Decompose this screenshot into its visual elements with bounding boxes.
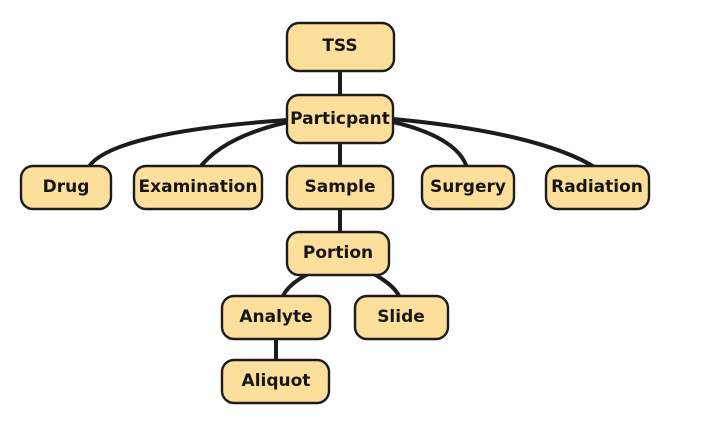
node-surgery: Surgery [420,164,516,211]
edge-portion-analyte [280,271,312,300]
node-participant-label: Particpant [290,109,390,129]
node-participant: Particpant [285,93,395,145]
node-examination: Examination [132,164,264,211]
edge-participant-examination [196,120,290,172]
edge-portion-slide [370,271,402,300]
node-radiation-label: Radiation [551,177,643,197]
node-drug-label: Drug [43,177,90,197]
node-surgery-label: Surgery [430,177,506,197]
node-slide-label: Slide [377,307,425,327]
node-aliquot: Aliquot [220,358,331,405]
node-tss-label: TSS [322,36,357,56]
edge-participant-radiation [391,117,598,170]
node-drug: Drug [19,164,113,211]
node-examination-label: Examination [139,177,258,197]
edges [85,70,598,363]
node-analyte: Analyte [220,294,332,341]
node-aliquot-label: Aliquot [242,371,311,391]
node-tss: TSS [285,21,396,73]
node-sample: Sample [285,164,395,211]
edge-participant-surgery [391,120,469,170]
node-sample-label: Sample [305,177,376,197]
node-portion-label: Portion [303,243,373,263]
node-slide: Slide [353,294,450,341]
node-portion: Portion [285,230,391,277]
edge-participant-drug [85,118,290,172]
node-radiation: Radiation [544,164,651,211]
node-analyte-label: Analyte [239,307,312,327]
